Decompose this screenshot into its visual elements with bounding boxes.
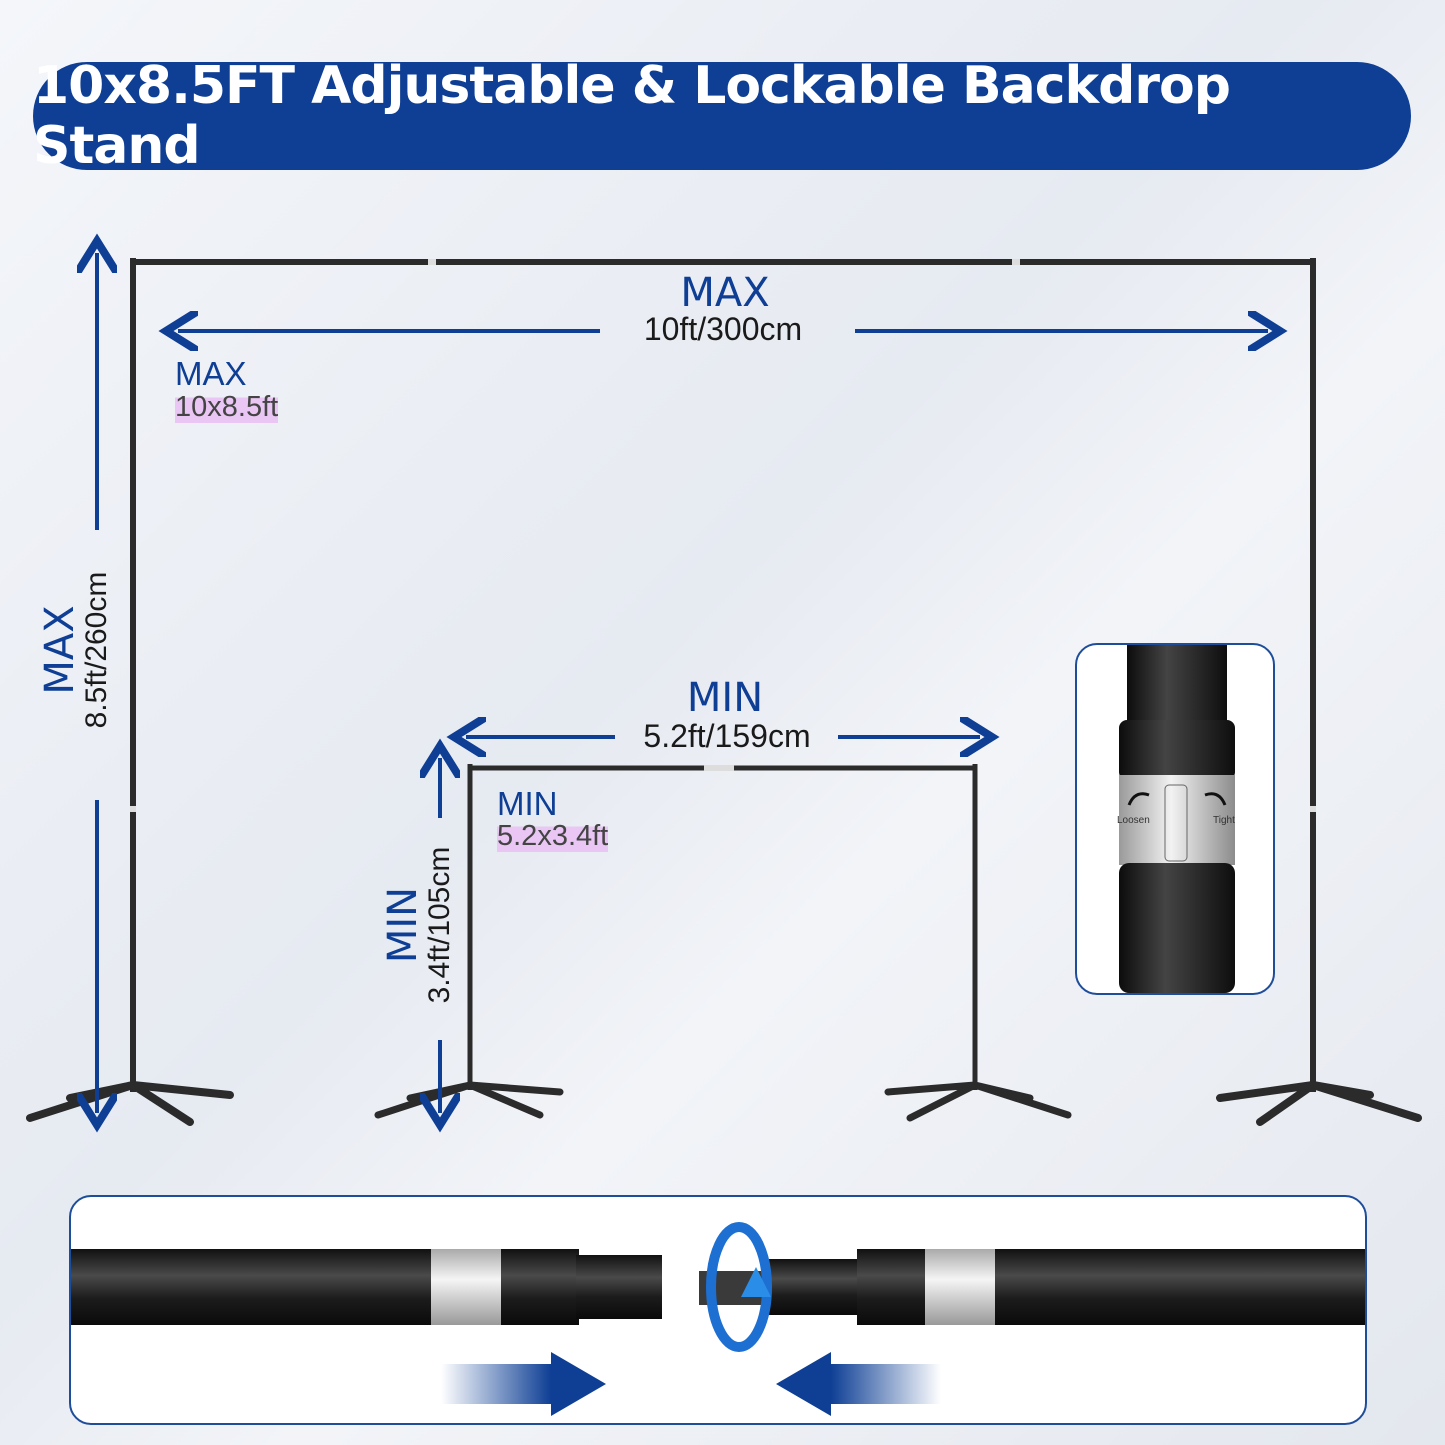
min-frame [374, 764, 1072, 1122]
push-right-arrow-icon [551, 1352, 606, 1416]
min-size-value: 5.2x3.4ft [497, 820, 609, 852]
max-width-label: MAX [680, 270, 770, 316]
push-left-arrow-icon [776, 1352, 831, 1416]
dimension-arrows [97, 253, 1268, 1113]
max-width-value: 10ft/300cm [643, 311, 803, 347]
title-banner: 10x8.5FT Adjustable & Lockable Backdrop … [33, 56, 1411, 176]
min-height-annotation: MIN 3.4ft/105cm [380, 835, 457, 1015]
max-height-annotation: MAX 8.5ft/260cm [37, 555, 114, 745]
min-size-label: MIN [497, 785, 558, 822]
rotate-icon [706, 1222, 772, 1352]
min-width-value: 5.2ft/159cm [643, 718, 811, 754]
base-right [1216, 1081, 1422, 1126]
page-title: 10x8.5FT Adjustable & Lockable Backdrop … [33, 56, 1231, 176]
loosen-label: Loosen [1117, 815, 1150, 826]
max-height-label: MAX [37, 605, 83, 695]
min-height-value: 3.4ft/105cm [423, 846, 456, 1004]
min-width-label: MIN [686, 675, 764, 721]
max-size-label: MAX [175, 355, 247, 392]
max-height-value: 8.5ft/260cm [80, 571, 113, 729]
tighten-label: Tight [1213, 815, 1235, 826]
min-height-label: MIN [380, 886, 426, 964]
lock-detail-inset: Loosen Tight [1075, 643, 1275, 995]
max-size-value: 10x8.5ft [175, 391, 279, 423]
connection-detail-panel [69, 1195, 1367, 1425]
